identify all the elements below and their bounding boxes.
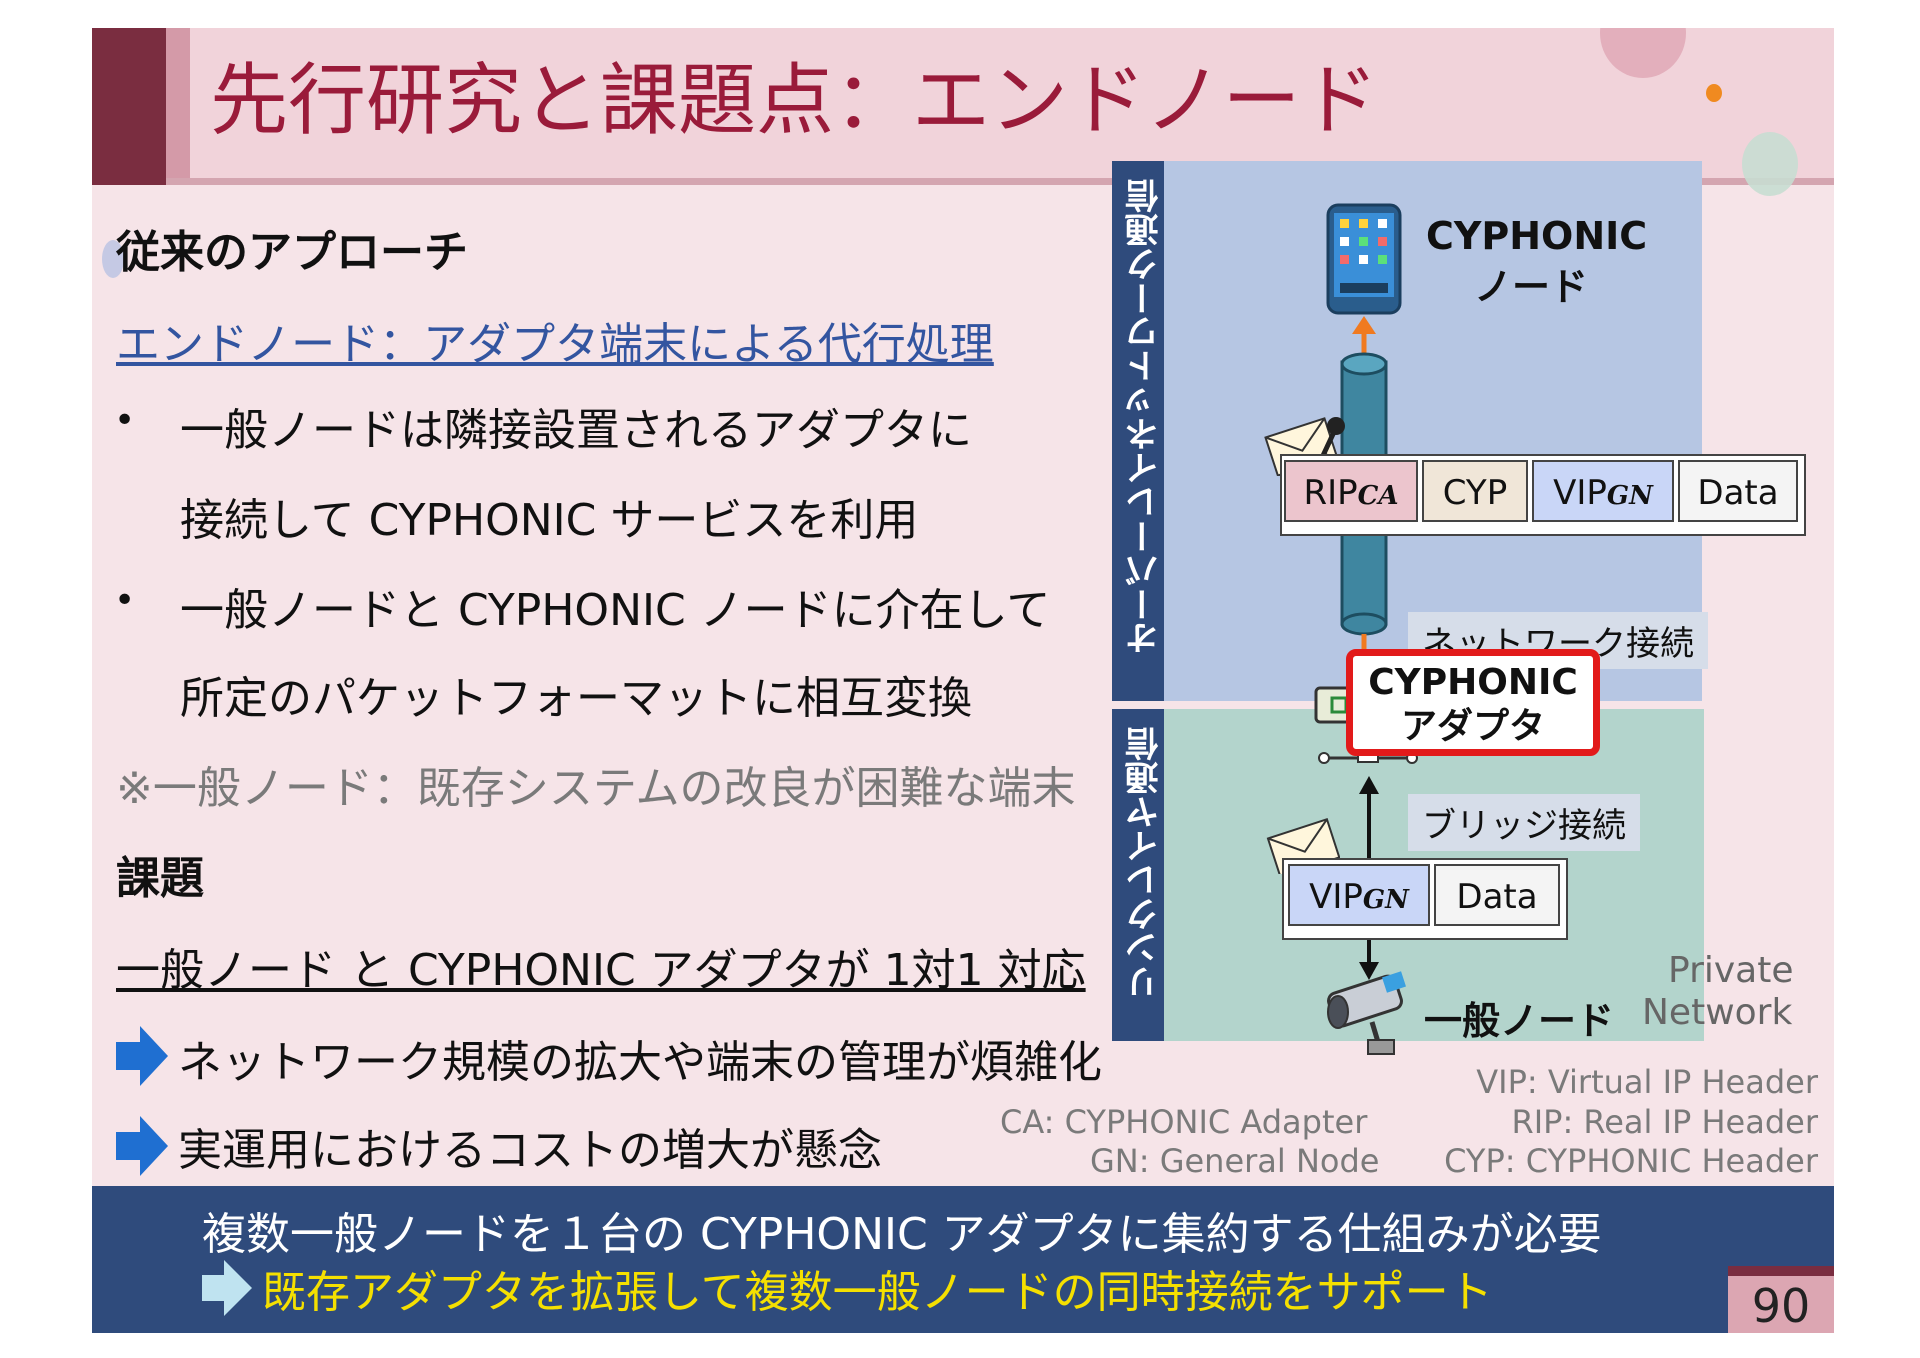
issue-point-1: ネットワーク規模の拡大や端末の管理が煩雑化 <box>178 1037 1102 1088</box>
private-network-label-1: Private <box>1668 950 1794 991</box>
approach-link[interactable]: エンドノード：アダプタ端末による代行処理 <box>116 319 994 370</box>
packet-header-vip: VIPGN <box>1288 864 1430 926</box>
title-accent-light <box>166 28 190 185</box>
issue-line: 一般ノード と CYPHONIC アダプタが 1対1 対応 <box>116 945 1086 996</box>
legend-rip: RIP: Real IP Header <box>1511 1103 1819 1141</box>
conclusion-banner <box>92 1186 1834 1333</box>
bridge-connection-label: ブリッジ接続 <box>1408 794 1640 851</box>
decor-dot <box>1706 84 1722 102</box>
issue-heading: 課題 <box>116 853 204 904</box>
packet-header-vip: VIPGN <box>1532 460 1674 522</box>
private-network-label-2: Network <box>1642 992 1793 1033</box>
title-bar <box>92 28 1834 185</box>
packet-header-rip: RIPCA <box>1284 460 1418 522</box>
adapter-label-1: CYPHONIC <box>1368 662 1578 703</box>
link-layer-label: リンクレイヤ通信 <box>1125 727 1165 999</box>
cyphonic-adapter-box: CYPHONIC アダプタ <box>1346 649 1600 756</box>
security-camera-icon <box>1327 971 1406 1055</box>
overlay-network-label-bar: オーバーレイネットワーク通信 <box>1112 161 1165 701</box>
decor-circle <box>102 240 124 278</box>
cyphonic-node-label-2: ノード <box>1474 265 1589 309</box>
smartphone-icon <box>1326 203 1402 315</box>
page-number: 90 <box>1728 1266 1834 1333</box>
general-node-label: 一般ノード <box>1424 999 1615 1043</box>
packet-data: Data <box>1678 460 1798 522</box>
packet-data: Data <box>1434 864 1560 926</box>
overlay-network-label: オーバーレイネットワーク通信 <box>1125 179 1165 655</box>
legend-cyp: CYP: CYPHONIC Header <box>1444 1142 1818 1180</box>
arrow-right-icon <box>116 1026 168 1086</box>
bullet-1-line-1: 一般ノードは隣接設置されるアダプタに <box>180 405 972 456</box>
bullet-2-line-2: 所定のパケットフォーマットに相互変換 <box>180 673 972 724</box>
bullet-dot: • <box>114 580 136 621</box>
issue-point-2: 実運用におけるコストの増大が懸念 <box>178 1125 882 1176</box>
legend-vip: VIP: Virtual IP Header <box>1476 1063 1818 1101</box>
adapter-label-2: アダプタ <box>1400 706 1545 747</box>
approach-heading: 従来のアプローチ <box>116 227 468 278</box>
cyphonic-node-label-1: CYPHONIC <box>1426 214 1648 258</box>
note: ※一般ノード：既存システムの改良が困難な端末 <box>116 763 1076 814</box>
title-accent <box>92 28 166 185</box>
legend-gn: GN: General Node <box>1090 1142 1380 1180</box>
bullet-dot: • <box>114 400 136 441</box>
arrow-right-icon <box>202 1260 252 1316</box>
conclusion-line-1: 複数一般ノードを１台の CYPHONIC アダプタに集約する仕組みが必要 <box>202 1209 1602 1260</box>
conclusion-line-2: 既存アダプタを拡張して複数一般ノードの同時接続をサポート <box>262 1267 1493 1318</box>
overlay-network-area <box>1114 161 1702 701</box>
page-title: 先行研究と課題点：エンドノード <box>210 56 1379 146</box>
arrow-right-icon <box>116 1116 168 1176</box>
legend-ca: CA: CYPHONIC Adapter <box>1000 1103 1368 1141</box>
title-underline <box>166 178 1834 185</box>
packet-header-cyp: CYP <box>1422 460 1528 522</box>
link-layer-label-bar: リンクレイヤ通信 <box>1112 709 1165 1041</box>
decor-circle <box>1742 132 1798 196</box>
bullet-1-line-2: 接続して CYPHONIC サービスを利用 <box>180 495 919 546</box>
bullet-2-line-1: 一般ノードと CYPHONIC ノードに介在して <box>180 585 1051 636</box>
